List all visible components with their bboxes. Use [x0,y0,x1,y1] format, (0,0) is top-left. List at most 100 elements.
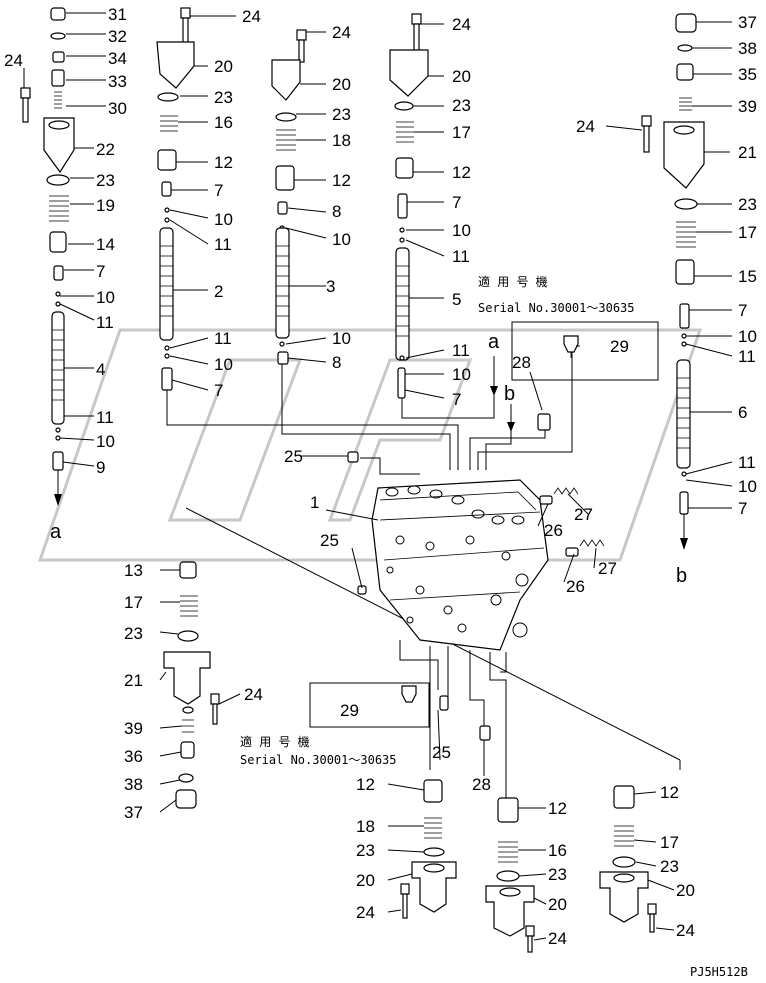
callout-26: 26 [566,577,585,596]
callout-2: 2 [214,282,223,301]
callout-7: 7 [738,499,747,518]
applicability-heading-lower: 適 用 号 機 [240,734,310,749]
callout-12: 12 [452,163,471,182]
drawing-code: PJ5H512B [690,965,748,979]
callout-11: 11 [96,313,114,332]
callout-36: 36 [124,747,143,766]
callout-30: 30 [108,99,127,118]
callout-20: 20 [452,67,471,86]
callout-12: 12 [332,171,351,190]
callout-10: 10 [738,477,757,496]
callout-23: 23 [738,195,757,214]
callout-23: 23 [356,841,375,860]
callout-23: 23 [124,624,143,643]
callout-29: 29 [340,701,359,720]
callout-6: 6 [738,403,747,422]
callout-22: 22 [96,140,115,159]
watermark-logo [37,328,703,562]
callout-labels: 31 32 34 33 30 24 22 23 19 14 7 10 11 4 … [4,5,757,979]
callout-11: 11 [738,347,756,366]
callout-25: 25 [284,447,303,466]
callout-27: 27 [598,559,617,578]
flow-marker-b: b [676,565,687,587]
callout-24: 24 [452,15,471,34]
callout-3: 3 [326,277,335,296]
lower-left-stack [163,561,220,809]
applicability-heading-upper: 適 用 号 機 [478,274,548,289]
callout-31: 31 [108,5,127,24]
flow-marker-a: a [50,521,62,543]
callout-25: 25 [432,743,451,762]
callout-20: 20 [548,895,567,914]
callout-7: 7 [452,193,461,212]
callout-23: 23 [660,857,679,876]
callout-39: 39 [738,97,757,116]
callout-10: 10 [332,329,351,348]
callout-1: 1 [310,493,319,512]
callout-7: 7 [96,262,105,281]
column-4-parts [389,13,429,399]
callout-38: 38 [124,775,143,794]
callout-11: 11 [452,247,470,266]
callout-23: 23 [332,105,351,124]
callout-20: 20 [676,881,695,900]
callout-17: 17 [124,593,143,612]
callout-20: 20 [332,75,351,94]
bottom-stack-2 [485,797,535,953]
applicability-serial-upper: Serial No.30001～30635 [478,301,635,315]
callout-28: 28 [472,775,491,794]
callout-10: 10 [452,221,471,240]
callout-23: 23 [548,865,567,884]
callout-11: 11 [214,329,232,348]
applicability-serial-lower: Serial No.30001～30635 [240,753,397,767]
callout-8: 8 [332,202,341,221]
callout-21: 21 [124,671,143,690]
callout-28: 28 [512,353,531,372]
callout-17: 17 [452,123,471,142]
callout-33: 33 [108,72,127,91]
callout-24: 24 [242,7,261,26]
callout-11: 11 [96,408,114,427]
callout-12: 12 [548,799,567,818]
callout-11: 11 [214,235,232,254]
callout-24: 24 [548,929,567,948]
callout-26: 26 [544,521,563,540]
column-3-parts [271,29,307,365]
bottom-stack-3 [599,785,657,933]
callout-16: 16 [548,841,567,860]
bottom-stack-1 [400,779,457,919]
callout-14: 14 [96,235,115,254]
callout-9: 9 [96,458,105,477]
callout-37: 37 [124,803,143,822]
callout-7: 7 [214,381,223,400]
column-right-parts [641,13,705,550]
pilot-piping [166,350,681,770]
callout-12: 12 [356,775,375,794]
callout-10: 10 [214,355,233,374]
callout-24: 24 [4,51,23,70]
callout-29: 29 [610,337,629,356]
callout-23: 23 [214,88,233,107]
callout-24: 24 [356,903,375,922]
callout-17: 17 [738,223,757,242]
callout-11: 11 [452,341,470,360]
callout-24: 24 [576,117,595,136]
callout-10: 10 [214,210,233,229]
flow-marker-b-upper: b [504,383,515,405]
flow-marker-a-upper: a [488,331,500,353]
callout-39: 39 [124,719,143,738]
column-2-parts [156,7,195,391]
callout-16: 16 [214,113,233,132]
callout-32: 32 [108,27,127,46]
callout-17: 17 [660,833,679,852]
callout-7: 7 [738,301,747,320]
callout-12: 12 [214,153,233,172]
callout-37: 37 [738,13,757,32]
callout-24: 24 [676,921,695,940]
callout-20: 20 [356,871,375,890]
callout-38: 38 [738,39,757,58]
callout-10: 10 [452,365,471,384]
callout-18: 18 [332,131,351,150]
